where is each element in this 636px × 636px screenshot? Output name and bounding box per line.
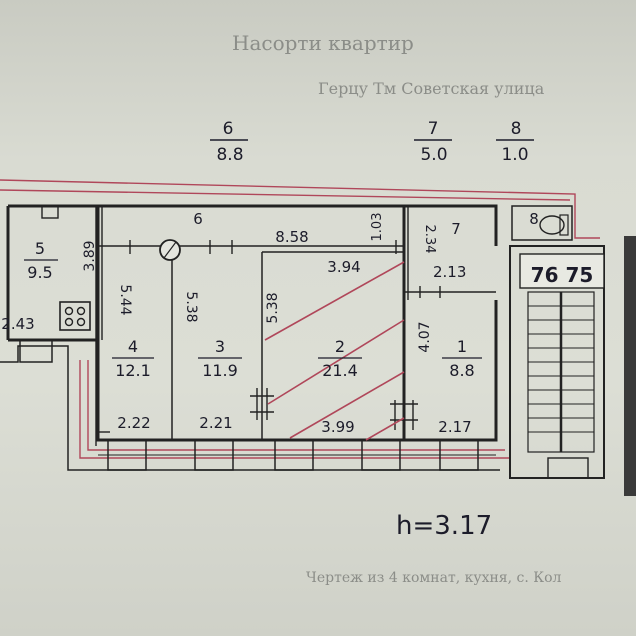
room2-hatching — [264, 261, 405, 441]
red-outline-top — [0, 179, 600, 239]
svg-text:21.4: 21.4 — [322, 361, 358, 380]
svg-text:11.9: 11.9 — [202, 361, 238, 380]
room8-outline — [511, 205, 573, 241]
room-3-label: 3 11.9 — [198, 337, 242, 380]
summary-7-area: 5.0 — [420, 145, 447, 165]
dim-room3-height: 5.38 — [183, 291, 199, 322]
dim-room7-width: 2.13 — [433, 263, 466, 281]
red-outline-bottom — [79, 360, 510, 459]
dim-room1-height: 4.07 — [417, 321, 433, 352]
red-outline-bottom-inner — [87, 360, 505, 451]
toilet-icon — [539, 214, 569, 236]
dimension-ticks — [95, 206, 441, 446]
dim-door-a: 1.03 — [370, 213, 385, 242]
staircase — [509, 245, 605, 479]
room-2-label: 2 21.4 — [318, 337, 362, 380]
summary-8: 8 1.0 — [496, 119, 534, 165]
svg-text:12.1: 12.1 — [115, 361, 151, 380]
summary-6: 6 8.8 — [210, 119, 248, 165]
right-edge-wall — [624, 236, 636, 496]
svg-text:8.8: 8.8 — [449, 361, 474, 380]
room-5-label: 5 9.5 — [24, 239, 58, 282]
summary-7-num: 7 — [428, 119, 439, 139]
room-4-label: 4 12.1 — [112, 337, 154, 380]
wall-top — [8, 204, 498, 246]
header-line-2: Герцу Тм Советская улица — [318, 79, 545, 98]
dim-room2-width: 3.99 — [321, 418, 354, 436]
room-7-label: 7 — [451, 220, 461, 238]
dim-room4-height: 5.44 — [117, 284, 133, 315]
dim-corridor-length: 8.58 — [275, 228, 308, 246]
svg-text:3: 3 — [215, 337, 225, 356]
dim-room5-height: 3.89 — [82, 240, 98, 271]
dim-room1-width: 2.17 — [438, 418, 471, 436]
red-outline-top-inner — [0, 189, 571, 201]
summary-6-area: 8.8 — [216, 145, 243, 165]
room-8-label: 8 — [529, 210, 539, 228]
window-left-stub — [19, 339, 53, 363]
wall-lower-step — [0, 345, 500, 471]
summary-6-num: 6 — [223, 119, 234, 139]
dim-door-b: 2.34 — [422, 225, 437, 254]
stove-icon — [59, 301, 91, 331]
dim-room2-diag: 3.94 — [327, 258, 360, 276]
svg-text:9.5: 9.5 — [27, 263, 52, 282]
summary-8-area: 1.0 — [501, 145, 528, 165]
dim-room3-width: 2.21 — [199, 414, 232, 432]
dim-room4-width: 2.22 — [117, 414, 150, 432]
window-row-bottom — [98, 439, 496, 471]
dim-room5-width: 2.43 — [1, 315, 34, 333]
header-line-1: Насорти квартир — [232, 31, 414, 55]
sink-icon — [41, 205, 59, 219]
footer-text: Чертеж из 4 комнат, кухня, с. Кол — [306, 570, 562, 586]
svg-text:1: 1 — [457, 337, 467, 356]
svg-text:4: 4 — [128, 337, 138, 356]
dim-room2-height: 5.38 — [265, 292, 281, 323]
ceiling-height: h=3.17 — [396, 511, 492, 541]
room-1-label: 1 8.8 — [442, 337, 482, 380]
room-6-label: 6 — [193, 210, 203, 228]
svg-text:5: 5 — [35, 239, 45, 258]
wall-outer-bottom — [8, 300, 498, 442]
summary-8-num: 8 — [511, 119, 522, 139]
stair-label: 76 75 — [531, 263, 594, 287]
summary-7: 7 5.0 — [414, 119, 452, 165]
svg-text:2: 2 — [335, 337, 345, 356]
